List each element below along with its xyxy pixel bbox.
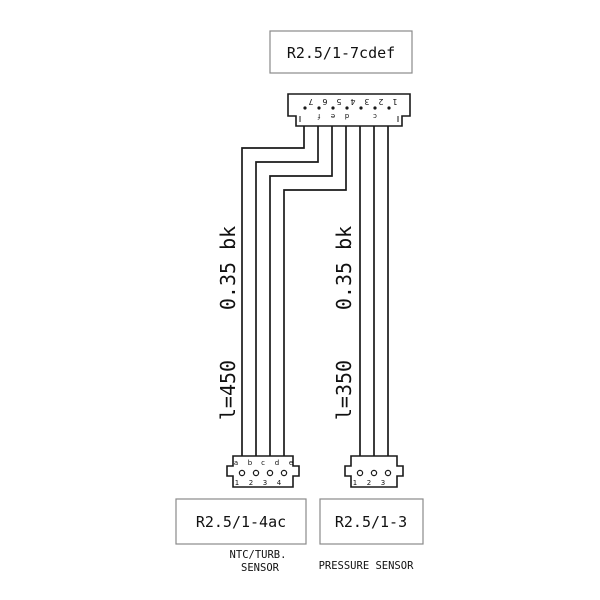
left-connector-pin-numbers: 1 2 3 4: [235, 479, 282, 487]
top-pin-number: 1: [392, 97, 397, 106]
left-pin-number: 2: [249, 479, 253, 487]
left-connector: [226, 455, 300, 488]
left-pin-number: 1: [235, 479, 239, 487]
left-cable-annotations: 0.35 bk l=450: [216, 226, 240, 420]
right-pin-number: 2: [367, 479, 371, 487]
left-connector-label-box: R2.5/1-4ac: [175, 498, 307, 545]
left-pin-letter: d: [275, 459, 279, 467]
top-connector-label: R2.5/1-7cdef: [287, 44, 395, 62]
wire-harness: [241, 126, 389, 456]
right-connector-label-box: R2.5/1-3: [319, 498, 424, 545]
top-pin-letter: e: [331, 112, 335, 120]
right-pin-number: 1: [353, 479, 357, 487]
left-caption-line1: NTC/TURB.: [230, 549, 287, 561]
top-connector: [287, 93, 411, 127]
right-connector-pin-numbers: 1 2 3: [353, 479, 385, 487]
right-cable-annotations: 0.35 bk l=350: [332, 226, 356, 420]
left-connector-label: R2.5/1-4ac: [196, 513, 286, 531]
top-pin-number: 7: [308, 97, 313, 106]
left-caption-line2: SENSOR: [241, 562, 280, 574]
top-connector-label-box: R2.5/1-7cdef: [269, 30, 413, 74]
left-pin-letter: c: [261, 459, 265, 467]
wire: [255, 126, 319, 456]
left-pin-number: 3: [263, 479, 267, 487]
top-connector-pins: [303, 106, 391, 110]
top-pin-number: 5: [336, 97, 341, 106]
right-connector-pins: [356, 469, 392, 477]
captions: NTC/TURB. SENSOR PRESSURE SENSOR: [230, 549, 415, 574]
top-pin-number: 6: [322, 97, 327, 106]
right-caption: PRESSURE SENSOR: [319, 560, 415, 572]
top-connector-pin-numbers: 7 6 5 4 3 2 1: [308, 97, 397, 106]
wire: [269, 126, 333, 456]
top-pin-letter: d: [345, 112, 349, 120]
left-pin-letter: a: [234, 459, 238, 467]
top-pin-letter: c: [373, 112, 377, 120]
left-cable-length: l=450: [216, 360, 240, 420]
top-pin-letter: f: [317, 112, 320, 120]
left-pin-number: 4: [277, 479, 282, 487]
left-pin-letter: e: [289, 459, 293, 467]
left-cable-spec: 0.35 bk: [216, 226, 240, 310]
right-cable-length: l=350: [332, 360, 356, 420]
right-connector-label: R2.5/1-3: [335, 513, 407, 531]
right-pin-number: 3: [381, 479, 385, 487]
left-connector-pin-letters: a b c d e: [234, 459, 293, 467]
left-connector-pins: [238, 469, 288, 477]
top-connector-pin-letters: f e d c: [317, 112, 377, 120]
wire: [241, 126, 305, 456]
right-cable-spec: 0.35 bk: [332, 226, 356, 310]
wire: [283, 126, 347, 456]
top-pin-number: 2: [378, 97, 383, 106]
left-pin-letter: b: [248, 459, 253, 467]
top-pin-number: 3: [364, 97, 369, 106]
top-pin-number: 4: [350, 97, 355, 106]
